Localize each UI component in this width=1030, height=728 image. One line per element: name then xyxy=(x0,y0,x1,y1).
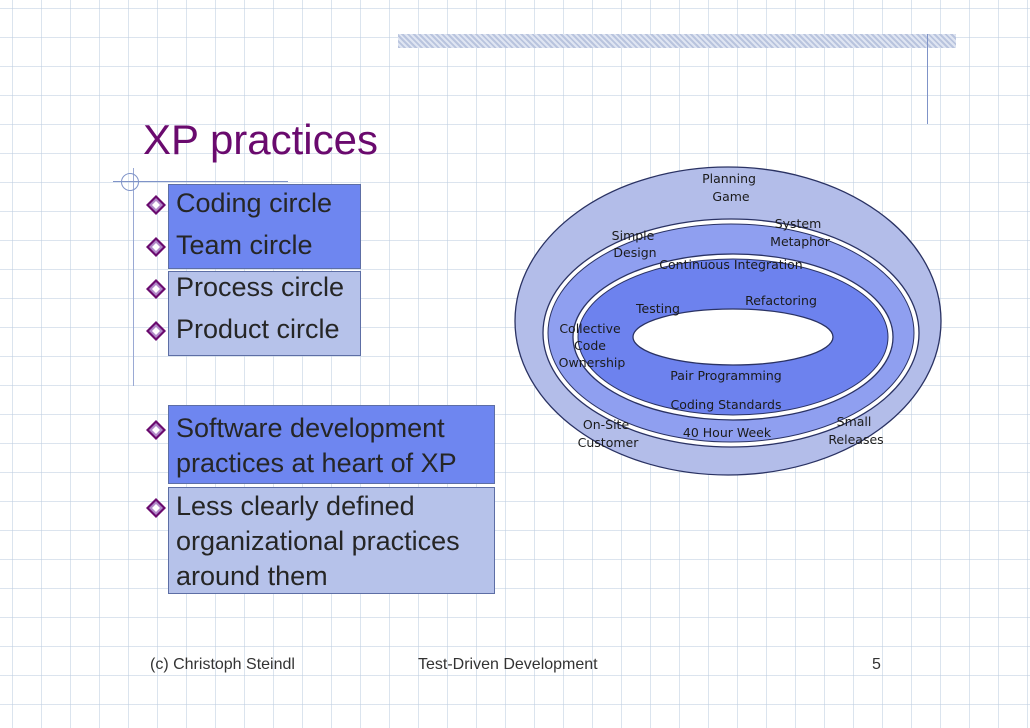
bullet-line: organizational practices xyxy=(176,526,460,556)
bullet-text-block: Software development practices at heart … xyxy=(176,411,457,481)
bullet-line: practices at heart of XP xyxy=(176,448,457,478)
label-continuous-integration: Continuous Integration xyxy=(659,257,802,272)
label-collective-code-ownership: Collective Code Ownership xyxy=(559,321,626,370)
label-testing: Testing xyxy=(635,301,680,316)
diamond-bullet-icon xyxy=(146,279,166,299)
footer-course: Test-Driven Development xyxy=(418,656,598,673)
highlight-box-process-product xyxy=(168,271,361,356)
bullet-organizational-practices: Less clearly defined organizational prac… xyxy=(145,489,460,594)
label-system-metaphor: System Metaphor xyxy=(770,216,831,249)
label-40-hour-week: 40 Hour Week xyxy=(683,425,772,440)
bullet-team-circle: Team circle xyxy=(145,228,313,263)
diamond-bullet-icon xyxy=(146,237,166,257)
decorative-line xyxy=(133,168,134,386)
label-coding-standards: Coding Standards xyxy=(671,397,782,412)
bullet-text: Team circle xyxy=(176,230,313,260)
label-planning-game: Planning Game xyxy=(702,171,760,204)
decorative-line xyxy=(927,34,928,124)
diamond-bullet-icon xyxy=(146,420,166,440)
bullet-text: Process circle xyxy=(176,272,345,302)
bullet-text: Coding circle xyxy=(176,188,333,218)
highlight-box-software-development xyxy=(168,405,495,484)
bullet-product-circle: Product circle xyxy=(145,312,340,347)
footer-author: (c) Christoph Steindl xyxy=(150,656,295,673)
label-simple-design: Simple Design xyxy=(612,228,659,260)
label-pair-programming: Pair Programming xyxy=(670,368,781,383)
bullet-software-development: Software development practices at heart … xyxy=(145,411,457,481)
bullet-line: around them xyxy=(176,561,328,591)
crosshair-icon xyxy=(121,173,139,191)
bullet-text: Product circle xyxy=(176,314,340,344)
highlight-box-organizational xyxy=(168,487,495,594)
label-small-releases: Small Releases xyxy=(828,414,883,447)
footer-page-number: 5 xyxy=(872,656,881,673)
top-decorative-bar xyxy=(398,34,956,48)
slide-title: XP practices xyxy=(143,116,378,163)
bullet-text-block: Less clearly defined organizational prac… xyxy=(176,489,460,594)
decorative-line xyxy=(113,181,288,182)
bullet-process-circle: Process circle xyxy=(145,270,344,305)
bullet-line: Less clearly defined xyxy=(176,491,415,521)
diamond-bullet-icon xyxy=(146,498,166,518)
highlight-box-coding-team xyxy=(168,184,361,269)
center-hole xyxy=(632,308,834,366)
bullet-coding-circle: Coding circle xyxy=(145,186,332,221)
diamond-bullet-icon xyxy=(146,195,166,215)
xp-circles-diagram: Planning Game System Metaphor On-Site Cu… xyxy=(514,166,942,476)
label-refactoring: Refactoring xyxy=(745,293,817,308)
label-onsite-customer: On-Site Customer xyxy=(578,417,640,450)
diamond-bullet-icon xyxy=(146,321,166,341)
bullet-line: Software development xyxy=(176,413,445,443)
